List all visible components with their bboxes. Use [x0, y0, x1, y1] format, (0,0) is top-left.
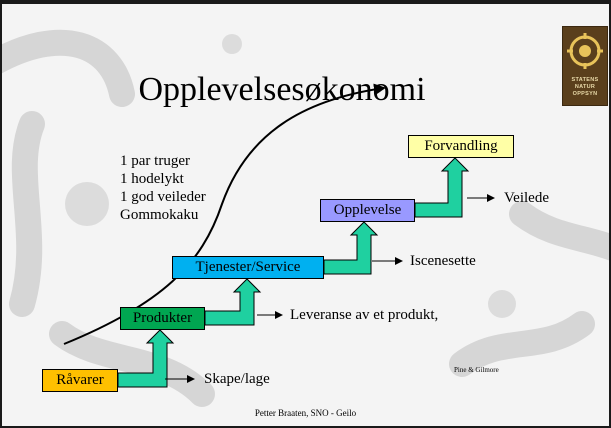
step-box-produkter: Produkter	[120, 307, 205, 330]
step-connector-arrow	[323, 221, 379, 275]
outcome-label-veilede: Veilede	[504, 190, 549, 206]
footer-text: Petter Braaten, SNO - Geilo	[254, 408, 357, 418]
equipment-list: 1 par truger 1 hodelykt 1 god veileder G…	[120, 152, 206, 224]
step-box-opplevelse: Opplevelse	[320, 199, 415, 222]
list-item: 1 hodelykt	[120, 171, 184, 187]
step-connector-arrow	[204, 278, 262, 326]
outcome-arrows	[165, 194, 495, 383]
logo-text: STATENS NATUR OPPSYN	[571, 77, 599, 97]
list-item: 1 par truger	[120, 153, 190, 169]
step-connector-arrow	[414, 157, 470, 218]
logo-emblem-icon	[567, 33, 603, 69]
list-item: 1 god veileder	[120, 189, 206, 205]
background-swirl-decoration	[2, 29, 609, 407]
step-box-forvandling: Forvandling	[408, 135, 514, 158]
outcome-label-iscenesette: Iscenesette	[410, 253, 476, 269]
outcome-label-leveranse: Leveranse av et produkt,	[290, 307, 439, 323]
step-connector-arrow	[117, 329, 175, 388]
list-item: Gommokaku	[120, 207, 199, 223]
source-credit: Pine & Gilmore	[454, 366, 499, 374]
step-box-tjenester-service: Tjenester/Service	[172, 256, 324, 279]
outcome-label-skape-lage: Skape/lage	[204, 371, 270, 387]
step-box-ravarer: Råvarer	[42, 369, 118, 392]
diagram-connectors	[63, 83, 495, 388]
statens-naturoppsyn-logo: STATENS NATUR OPPSYN	[562, 26, 608, 106]
